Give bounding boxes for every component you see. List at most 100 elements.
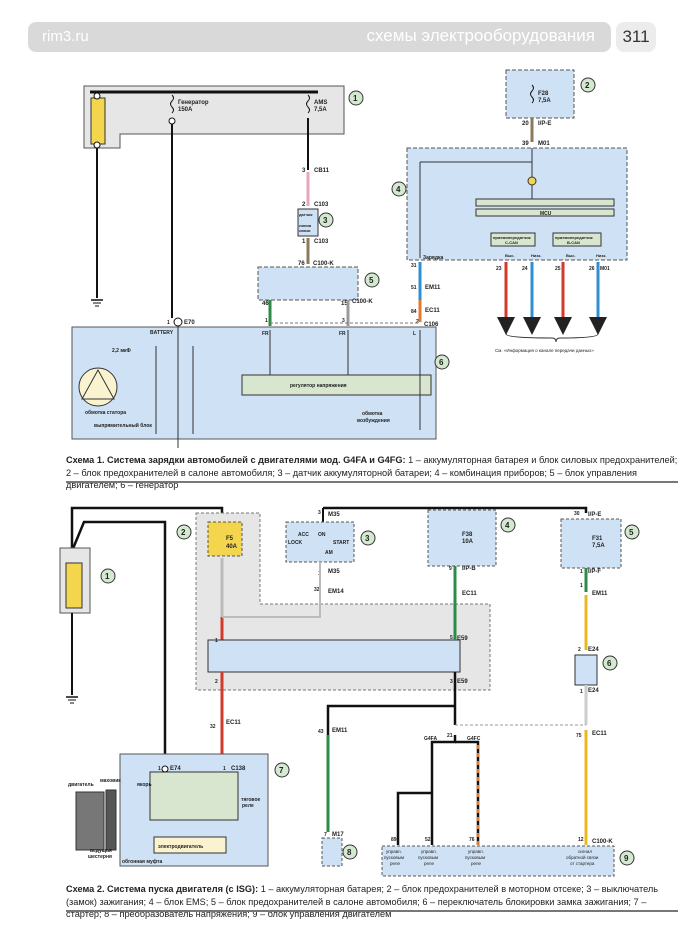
diagram-label: приемопередатчик: [555, 235, 593, 240]
diagram-label: 4: [505, 521, 510, 530]
s2-starter-relay: [207, 639, 461, 673]
diagram-label: 10A: [462, 539, 474, 545]
scheme2-caption: Схема 2. Система пуска двигателя (с ISG)…: [66, 883, 678, 921]
diagram-label: 31: [411, 263, 417, 269]
diagram-label: 7,5A: [538, 98, 551, 104]
diagram-label: 46: [262, 301, 269, 307]
diagram-label: линия: [299, 223, 312, 228]
fuse-icon: [306, 94, 310, 114]
diagram-label: якорь: [137, 782, 152, 788]
diagram-label: FR: [339, 331, 346, 337]
diagram-label: E59: [457, 679, 468, 685]
diagram-label: I/P-E: [538, 121, 551, 127]
diagram-label: Выс.: [505, 253, 515, 258]
diagram-label: E24: [588, 647, 599, 653]
wire: [222, 562, 321, 618]
divider: [66, 910, 678, 912]
page-header-bar: rim3.ru схемы электрооборудования: [28, 22, 611, 52]
callout-6: [602, 655, 618, 671]
diagram-label: 2: [215, 679, 218, 685]
callout-5: [364, 272, 380, 288]
diagram-label: C103: [314, 202, 329, 208]
diagram-label: пусковым: [418, 855, 438, 860]
diagram-label: 84: [411, 309, 417, 315]
diagram-label: 2: [585, 81, 590, 90]
callout-8: [342, 844, 358, 860]
diagram-label: L: [413, 331, 416, 337]
diagram-label: 21: [447, 733, 453, 739]
diagram-label: 2: [416, 319, 419, 325]
gen-fuse-label: Генератор: [178, 100, 209, 106]
diagram-label: 1: [167, 320, 170, 326]
c-can-transceiver: [490, 232, 536, 247]
diagram-label: 2: [578, 647, 581, 653]
diagram-label: START: [333, 540, 349, 546]
diagram-label: 39: [522, 141, 529, 147]
diagram-label: 3: [365, 534, 370, 543]
wire: [455, 740, 480, 845]
gen-fuse-rating: 150A: [178, 107, 193, 113]
s2-block3-ignition-switch: [285, 521, 355, 563]
diagram-label: E59: [457, 636, 468, 642]
wire: [396, 791, 432, 845]
wire: [430, 735, 457, 845]
diagram-label: M01: [538, 141, 550, 147]
diagram-label: E24: [588, 688, 599, 694]
diagram-label: 76: [298, 261, 305, 267]
flywheel-icon: [105, 789, 117, 851]
diagram-label: G4FA: [424, 736, 437, 742]
callout-9: [619, 850, 635, 866]
diagram-label: 3: [302, 168, 306, 174]
diagram-label: обратной связи: [566, 854, 599, 860]
diagram-label: C100-K: [313, 261, 334, 267]
diagram-label: EM14: [328, 589, 344, 595]
diagram-label: C106: [424, 322, 439, 328]
diagram-label: BATTERY: [150, 330, 174, 336]
diagram-label: EM11: [425, 285, 441, 291]
stator-winding-icon: [78, 367, 118, 407]
wire: [70, 520, 167, 760]
diagram-label: управл.: [386, 849, 402, 854]
diagram-label: пусковым: [384, 855, 404, 860]
s2-block5-fusebox: [560, 518, 622, 569]
diagram-label: 30: [574, 511, 580, 517]
diagram-label: AM: [325, 550, 333, 556]
diagram-label: Низк.: [596, 253, 606, 258]
diagram-label: 8: [347, 848, 352, 857]
diagram-shape: [93, 141, 101, 149]
s1-battery-icon: [90, 97, 106, 145]
diagram-label: 40A: [226, 544, 238, 550]
scheme2: 1 2 F5 40A 1 2 5 E59 3 E59 3 M35 3 ACC O…: [59, 506, 640, 877]
diagram-label: C100-K: [352, 299, 373, 305]
diagram-label: 25: [555, 266, 561, 272]
s1-block1-fusebox: [83, 85, 345, 149]
diagram-label: 1: [580, 689, 583, 695]
diagram-label: F28: [538, 91, 549, 97]
diagram-label: 1: [265, 318, 268, 324]
diagram-label: EC11: [592, 731, 607, 737]
diagram-label: 1: [223, 766, 226, 772]
s2-block4-ems: [427, 509, 497, 567]
callout-3: [318, 212, 334, 228]
diagram-label: I/P-F: [588, 569, 601, 575]
data-bus-reference: См. «Информация о канале передачи данных…: [495, 348, 594, 353]
diagram-label: тяговое: [241, 797, 260, 803]
diagram-shape: [475, 198, 615, 207]
diagram-label: 43: [318, 729, 324, 735]
diagram-label: 2: [181, 528, 186, 537]
diagram-label: Выс.: [566, 253, 576, 258]
diagram-label: управл.: [468, 849, 484, 854]
diagram-label: 24: [522, 266, 528, 272]
callout-2: [580, 77, 596, 93]
diagram-label: шестерня: [88, 854, 112, 860]
diagram-label: реле: [471, 861, 481, 866]
diagram-label: Низк.: [531, 253, 541, 258]
scheme1-caption: Схема 1. Система зарядки автомобилей с д…: [66, 454, 678, 492]
diagram-label: Зарядка: [423, 255, 443, 261]
diagram-label: 20: [522, 121, 529, 127]
diagram-label: F31: [592, 536, 603, 542]
callout-4: [391, 181, 407, 197]
scheme1: Генератор 150A AMS 7,5A 1 3 CB11 2 C103 …: [71, 69, 628, 448]
diagram-label: 26: [589, 266, 595, 272]
diagram-label: 12: [578, 837, 584, 843]
